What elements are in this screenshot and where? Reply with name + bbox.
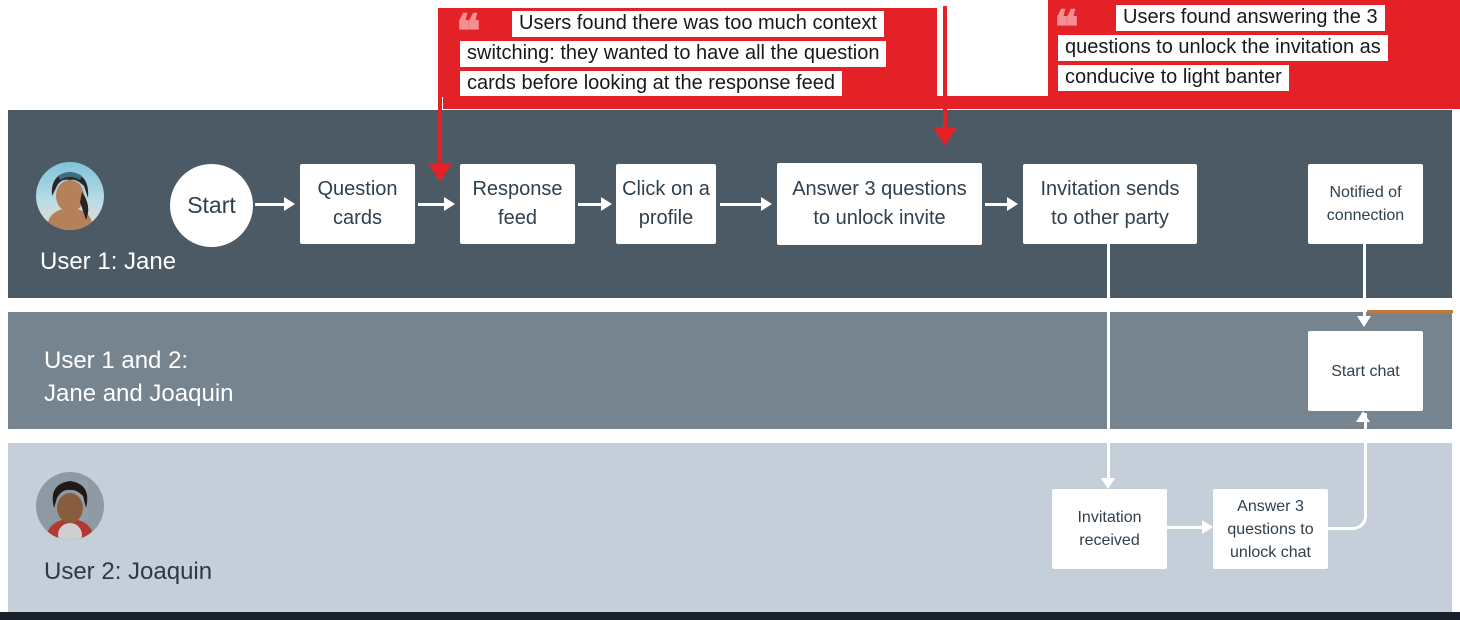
bottom-border-bar xyxy=(0,612,1460,620)
annotation-underline-bar xyxy=(443,96,1460,109)
node-click-profile: Click on a profile xyxy=(616,164,716,244)
node-start: Start xyxy=(170,164,253,247)
node-response-feed: Response feed xyxy=(460,164,575,244)
arrowhead-right xyxy=(444,197,455,211)
jane-avatar-image xyxy=(36,162,104,230)
arrowhead-right xyxy=(761,197,772,211)
node-answer-3-questions-invite: Answer 3 questions to unlock invite xyxy=(777,163,982,245)
node-invitation-received: Invitation received xyxy=(1052,489,1167,569)
annotation-text-line: switching: they wanted to have all the q… xyxy=(460,41,887,67)
joaquin-avatar xyxy=(36,472,104,540)
node-notified-of-connection: Notified of connection xyxy=(1308,164,1423,244)
annotation-callout-context-switching: ❝ Users found there was too much context… xyxy=(438,8,937,97)
annotation-text-line: cards before looking at the response fee… xyxy=(460,71,843,97)
arrowhead-up xyxy=(1356,411,1370,422)
lane1-label: User 1: Jane xyxy=(40,248,177,275)
arrowhead-down xyxy=(1101,478,1115,489)
lane2-label: User 1 and 2: Jane and Joaquin xyxy=(44,347,234,407)
node-answer-3-questions-chat: Answer 3 questions to unlock chat xyxy=(1213,489,1328,569)
node-question-cards: Question cards xyxy=(300,164,415,244)
lane3-label: User 2: Joaquin xyxy=(44,558,213,585)
annotation-text-line: Users found there was too much context xyxy=(512,11,884,37)
jane-avatar xyxy=(36,162,104,230)
arrowhead-right xyxy=(1007,197,1018,211)
arrowhead-down xyxy=(1357,316,1371,327)
annotation-callout-light-banter: ❝ Users found answering the 3 questions … xyxy=(1048,0,1460,97)
arrowhead-right xyxy=(1202,520,1213,534)
orange-accent-line xyxy=(1367,310,1453,313)
red-arrowhead-down xyxy=(933,127,957,146)
annotation-text-line: questions to unlock the invitation as xyxy=(1058,35,1388,61)
node-start-chat: Start chat xyxy=(1308,331,1423,411)
annotation-text-line: Users found answering the 3 xyxy=(1116,5,1385,31)
node-invitation-sends: Invitation sends to other party xyxy=(1023,164,1197,244)
arrowhead-right xyxy=(284,197,295,211)
annotation-text-line: conducive to light banter xyxy=(1058,65,1289,91)
lane-user1-and-2 xyxy=(8,312,1452,429)
red-arrowhead-down xyxy=(428,163,452,182)
joaquin-avatar-image xyxy=(36,472,104,540)
arrowhead-right xyxy=(601,197,612,211)
